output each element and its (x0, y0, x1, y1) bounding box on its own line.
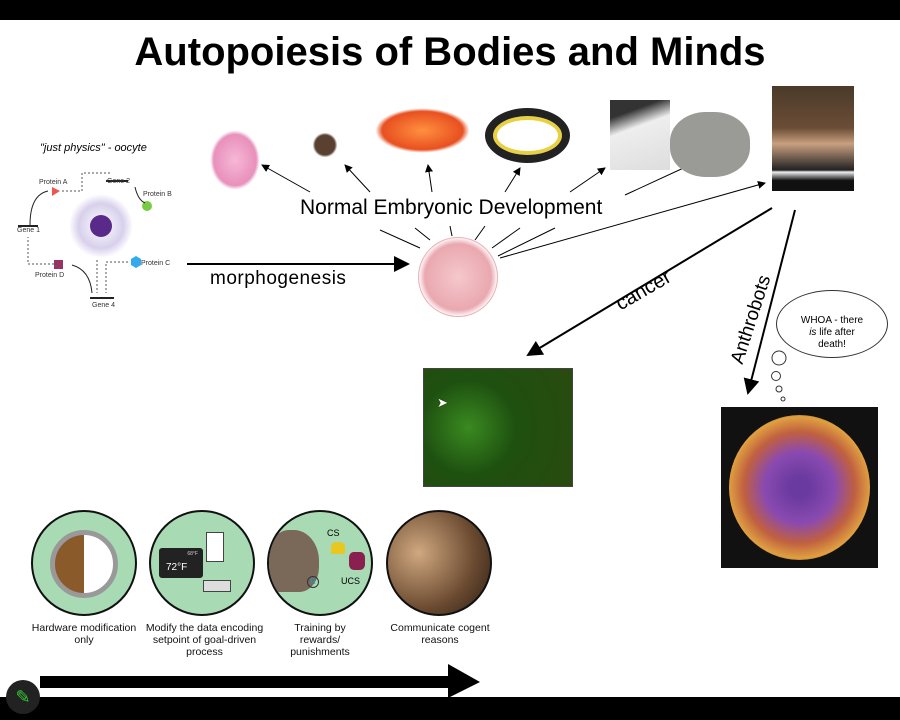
goldfish-image (375, 108, 470, 153)
anthrobots-arrow (743, 209, 796, 395)
protein-c-icon (131, 256, 141, 268)
ucs-label: UCS (341, 576, 361, 586)
pencil-icon: ✎ (15, 687, 31, 707)
mouse-cursor-icon: ➤ (437, 395, 448, 410)
cancer-cells-image (423, 368, 573, 487)
gene-network-diagram (18, 172, 152, 299)
bubble-line-3: death! (818, 339, 846, 350)
snake-image (485, 108, 570, 163)
oocyte-caption: "just physics" - oocyte (40, 142, 147, 154)
stage-1-caption: Hardware modification only (31, 622, 137, 646)
pelican-image (610, 100, 670, 170)
jellyfish-image (210, 130, 260, 190)
pencil-annotate-button[interactable]: ✎ (6, 680, 40, 714)
top-bar (0, 0, 900, 20)
bubble-line-2: is life after (809, 327, 855, 338)
r-label: R (307, 576, 319, 588)
progression-arrow (40, 676, 460, 688)
protein-b-icon (142, 201, 152, 211)
bottom-bar (0, 697, 900, 720)
spider-image (290, 110, 360, 180)
thought-bubble: WHOA - there is life after death! (776, 290, 888, 358)
protein-b-label: Protein B (143, 191, 172, 198)
stage-3-caption: Training by rewards/ punishments (290, 622, 350, 658)
morphogenesis-label: morphogenesis (210, 268, 347, 289)
stage-training-image: CS UCS R (267, 510, 373, 616)
protein-c-label: Protein C (141, 260, 171, 267)
normal-development-label: Normal Embryonic Development (300, 196, 603, 219)
gene-2-label: Gene 2 (107, 178, 130, 185)
protein-a-icon (52, 187, 60, 196)
cs-label: CS (327, 528, 340, 538)
cancer-arrow (526, 207, 773, 357)
protein-a-label: Protein A (39, 179, 68, 186)
stage-2-caption: Modify the data encoding setpoint of goa… (145, 622, 264, 658)
stage-socrates-image (386, 510, 492, 616)
steak-icon (349, 552, 365, 570)
stage-hardware-image (31, 510, 137, 616)
slide-title: Autopoiesis of Bodies and Minds (134, 30, 766, 74)
embryo-image (418, 237, 498, 317)
thermostat-display: 68°F 72°F (159, 548, 203, 578)
anthrobot-image (721, 407, 878, 568)
gene-4-label: Gene 4 (92, 302, 115, 309)
elephant-image (670, 112, 750, 177)
descartes-portrait (772, 86, 854, 191)
protein-d-icon (54, 260, 63, 269)
stage-4-caption: Communicate cogent reasons (390, 622, 490, 646)
thermostat-current-temp: 68°F (187, 551, 198, 557)
bubble-line-1: WHOA - there (800, 315, 864, 326)
stage-setpoint-image: 68°F 72°F (149, 510, 255, 616)
gene-1-label: Gene 1 (17, 227, 40, 234)
thermostat-setpoint: 72°F (166, 562, 188, 573)
bell-icon (331, 542, 345, 554)
protein-d-label: Protein D (35, 272, 65, 279)
